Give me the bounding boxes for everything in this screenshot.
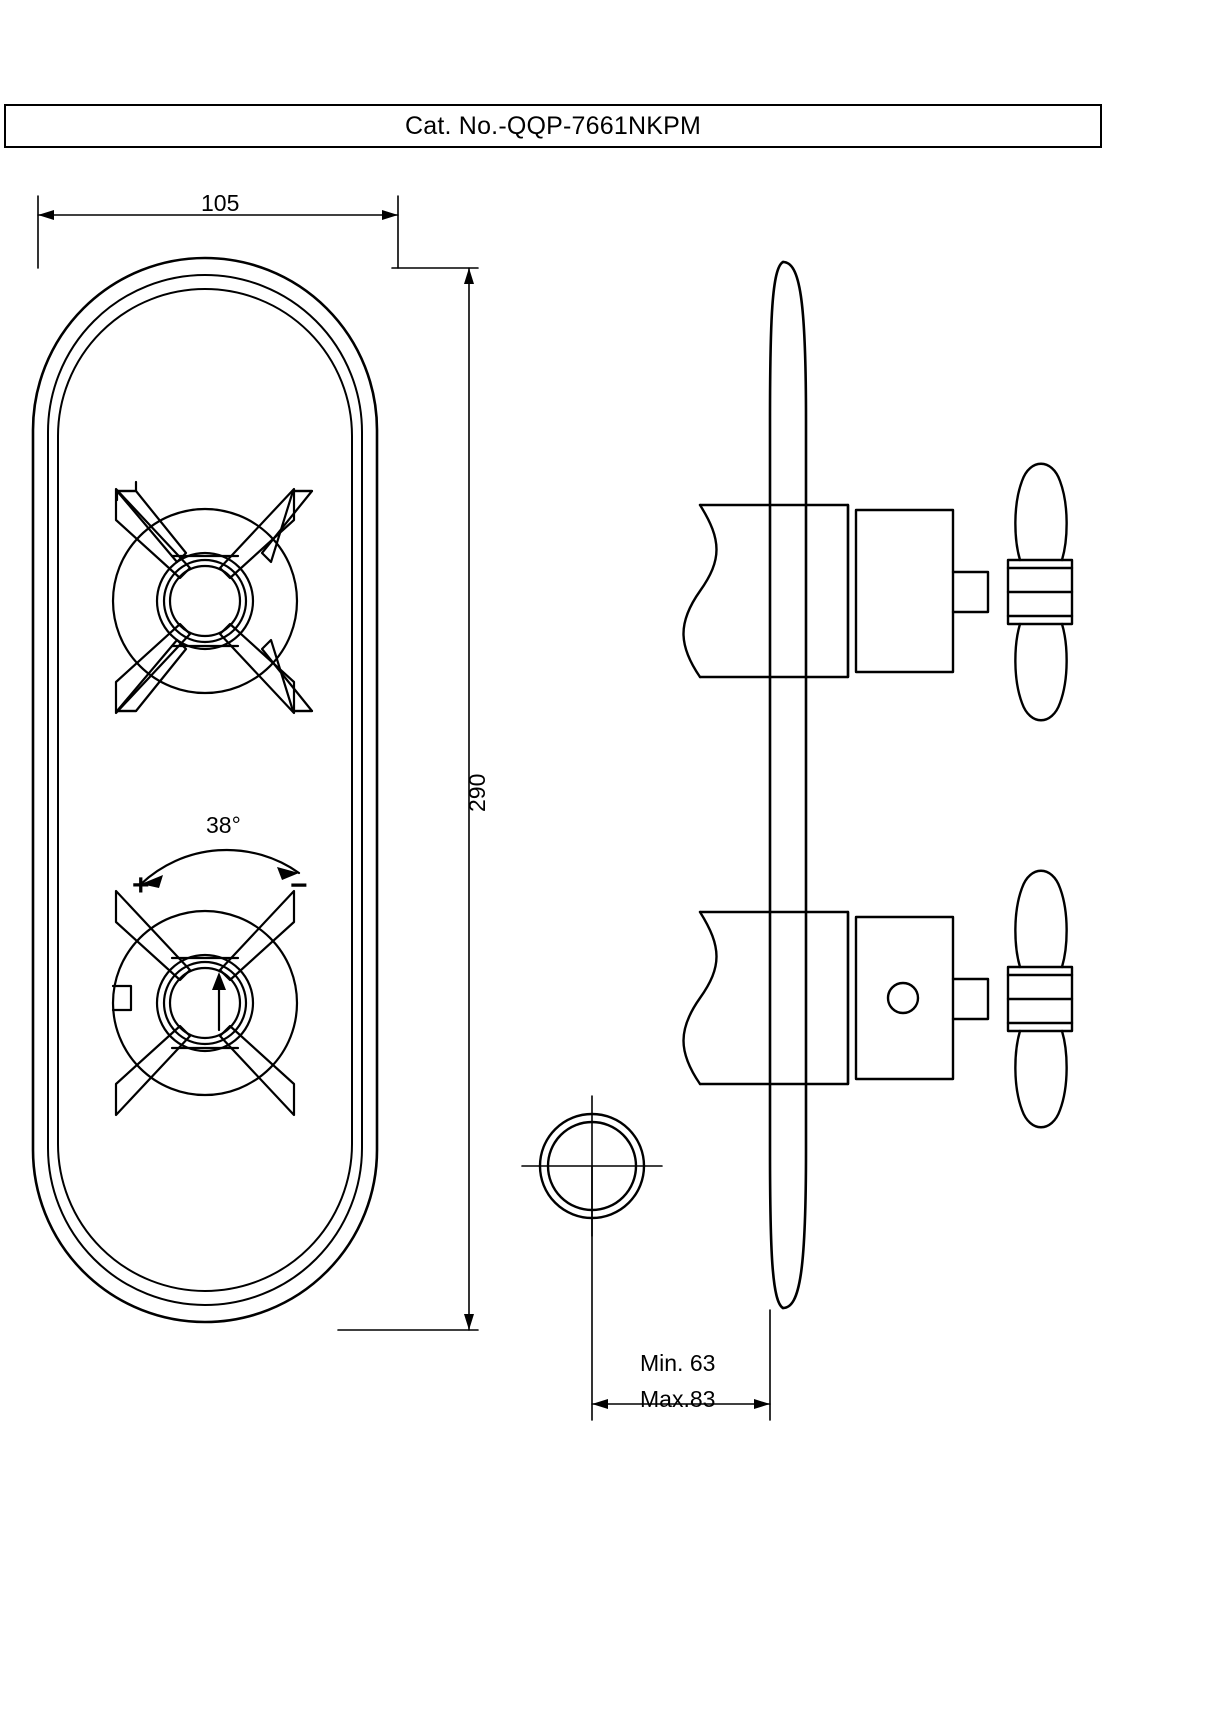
lower-handle-hub (155, 953, 255, 1053)
front-plate-outer (31, 256, 379, 1324)
temperature-label: 38° (206, 812, 241, 838)
width-dimension-label: 105 (201, 190, 240, 216)
minus-symbol: − (290, 869, 308, 902)
catalogue-number: Cat. No.-QQP-7661NKPM (405, 111, 701, 140)
upper-handle-hub (155, 551, 255, 651)
min-depth-label: Min. 63 (640, 1350, 716, 1376)
upper-cross-blades (114, 487, 296, 715)
title-block: Cat. No.-QQP-7661NKPM (4, 104, 1102, 148)
height-dimension (337, 267, 479, 1331)
upper-cross-handle (115, 480, 314, 713)
lower-handle-hub-flats (170, 956, 240, 1050)
outlet-centre-mark (521, 1095, 663, 1237)
upper-handle-rosette (111, 507, 299, 695)
plus-symbol: + (132, 869, 150, 902)
temperature-arc (139, 848, 301, 888)
lower-handle-stop-tab (111, 984, 133, 1012)
depth-dimension (591, 1165, 771, 1421)
side-upper-handle (1006, 462, 1074, 722)
title-block-underline (4, 146, 1102, 148)
front-plate-inner-2 (57, 288, 353, 1292)
outlet-detail-circle (538, 1112, 646, 1220)
upper-handle-hub-flats (170, 554, 240, 648)
front-plate-inner-1 (47, 274, 363, 1306)
lower-cross-blades (114, 889, 296, 1117)
max-depth-label: Max.83 (640, 1386, 716, 1412)
side-upper-body (682, 503, 990, 679)
side-lower-body (682, 910, 990, 1086)
side-lower-handle (1006, 869, 1074, 1129)
lower-handle-rosette (111, 909, 299, 1097)
lower-handle-indicator-arrow (212, 972, 226, 1032)
height-dimension-label: 290 (464, 773, 490, 812)
side-wall-plate (768, 260, 808, 1310)
